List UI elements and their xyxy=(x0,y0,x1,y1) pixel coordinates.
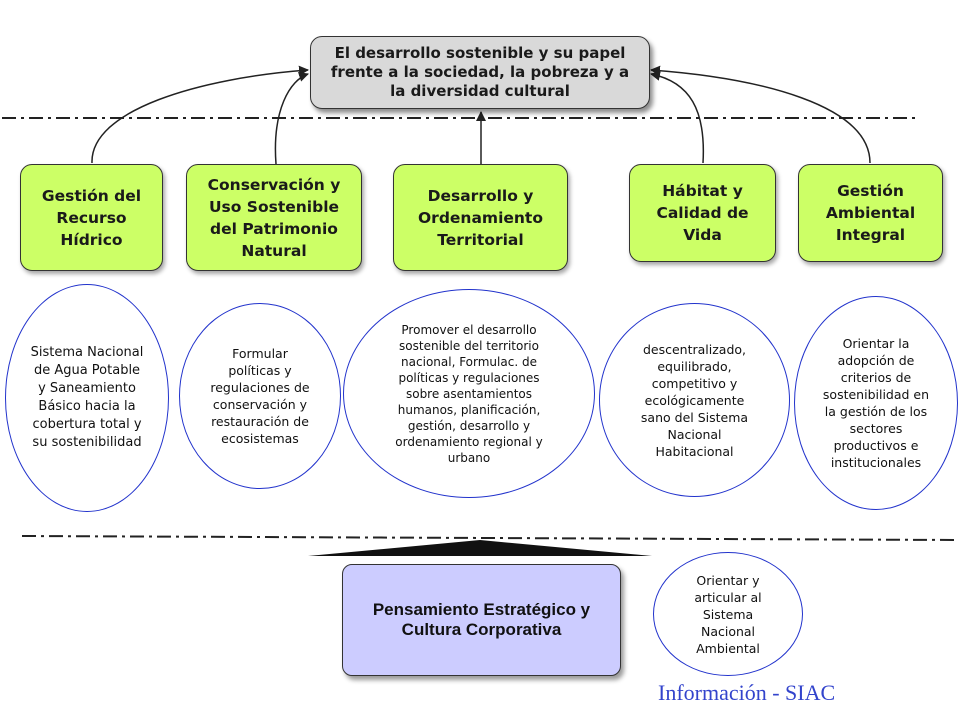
footer-caption: Información - SIAC xyxy=(658,680,836,705)
bottom-box-wedge xyxy=(308,540,652,556)
pillar-label: Gestión del Recurso Hídrico xyxy=(41,186,142,249)
pillar-box-habitat-calidad-vida: Hábitat y Calidad de Vida xyxy=(629,164,776,262)
description-text: Sistema Nacional de Agua Potable y Sanea… xyxy=(30,345,144,450)
arrow-gestion-to-top xyxy=(650,65,871,164)
top-concept-text: El desarrollo sostenible y su papel fren… xyxy=(330,44,630,100)
pillar-label: Desarrollo y Ordenamiento Territorial xyxy=(418,186,543,249)
bottom-concept-box: Pensamiento Estratégico y Cultura Corpor… xyxy=(342,564,621,676)
description-oval-territorio: Promover el desarrollo sostenible del te… xyxy=(343,289,595,498)
description-oval-sistema-ambiental: Orientar y articular al Sistema Nacional… xyxy=(653,552,803,676)
arrow-conservacion-to-top xyxy=(274,72,309,165)
description-oval-agua-potable: Sistema Nacional de Agua Potable y Sanea… xyxy=(5,284,169,512)
pillar-label: Gestión Ambiental Integral xyxy=(825,182,916,244)
description-oval-habitacional: descentralizado, equilibrado, competitiv… xyxy=(599,303,790,497)
top-concept-box: El desarrollo sostenible y su papel fren… xyxy=(310,36,650,109)
pillar-label: Hábitat y Calidad de Vida xyxy=(656,182,749,244)
pillar-label: Conservación y Uso Sostenible del Patrim… xyxy=(207,175,341,260)
arrow-hidrico-to-top xyxy=(91,65,309,164)
description-text: Formular políticas y regulaciones de con… xyxy=(210,346,310,446)
pillar-box-desarrollo-ordenamiento: Desarrollo y Ordenamiento Territorial xyxy=(393,164,568,271)
pillar-box-gestion-ambiental: Gestión Ambiental Integral xyxy=(798,164,943,262)
bottom-concept-text: Pensamiento Estratégico y Cultura Corpor… xyxy=(372,600,591,639)
description-text: Orientar y articular al Sistema Nacional… xyxy=(694,572,762,656)
description-oval-sostenibilidad: Orientar la adopción de criterios de sos… xyxy=(794,296,958,510)
description-text: Orientar la adopción de criterios de sos… xyxy=(822,336,930,470)
description-oval-conservacion: Formular políticas y regulaciones de con… xyxy=(179,303,341,489)
description-text: descentralizado, equilibrado, competitiv… xyxy=(640,341,749,459)
arrow-habitat-to-top xyxy=(650,70,705,164)
pillar-box-gestion-recurso-hidrico: Gestión del Recurso Hídrico xyxy=(20,164,163,271)
divider-line-bottom xyxy=(21,535,956,541)
pillar-box-conservacion-patrimonio: Conservación y Uso Sostenible del Patrim… xyxy=(186,164,362,271)
description-text: Promover el desarrollo sostenible del te… xyxy=(395,322,543,465)
